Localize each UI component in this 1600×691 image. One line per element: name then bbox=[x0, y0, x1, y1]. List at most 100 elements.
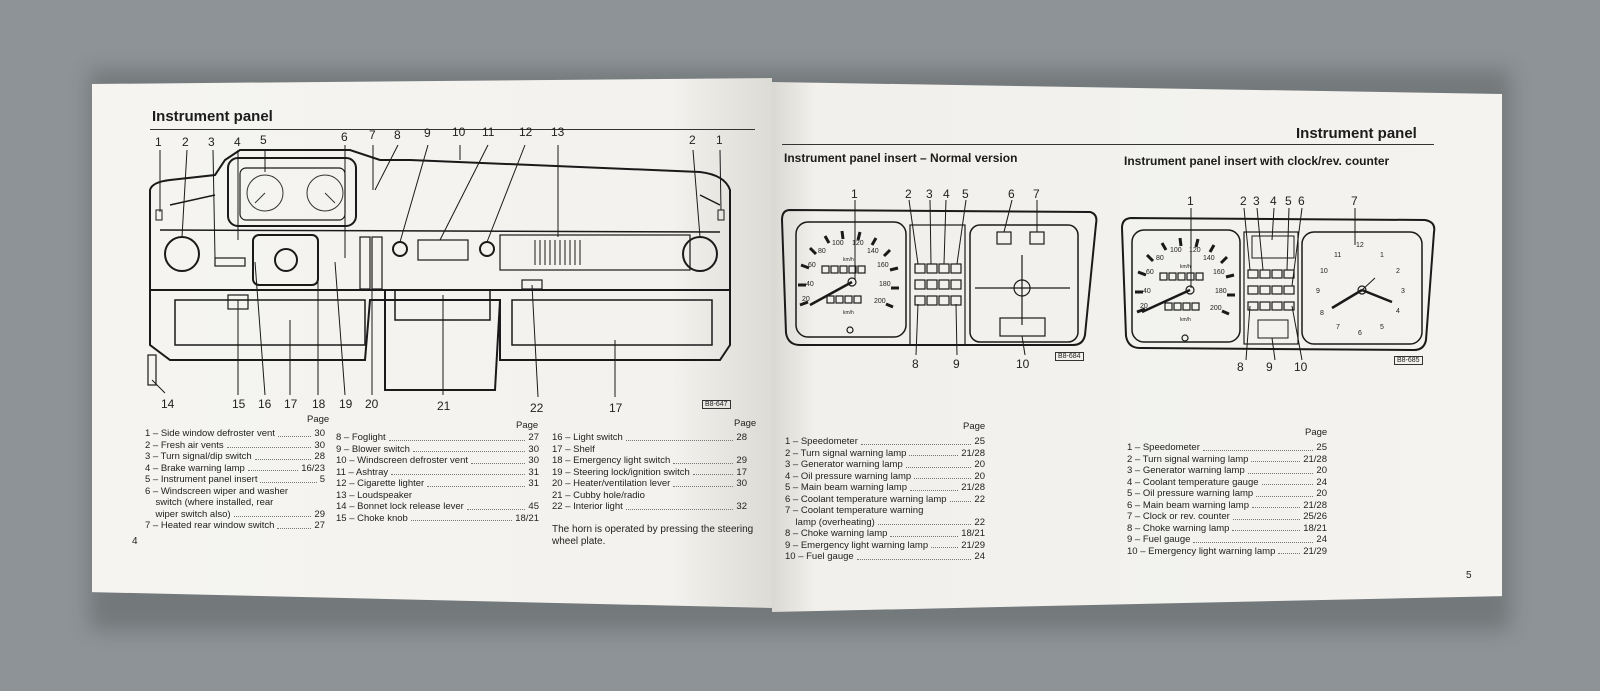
callout-12: 12 bbox=[519, 125, 533, 139]
legend-row: 21 – Cubby hole/radio bbox=[552, 489, 645, 501]
speedo2-tick-20: 20 bbox=[1140, 303, 1148, 310]
insert1-callout-4: 4 bbox=[943, 187, 950, 201]
callout-3: 3 bbox=[208, 135, 215, 149]
section2-title: Instrument panel insert with clock/rev. … bbox=[1124, 154, 1390, 168]
callout-21: 21 bbox=[437, 399, 451, 413]
callout-6: 6 bbox=[341, 130, 348, 144]
insert2-callout-6: 6 bbox=[1298, 194, 1305, 208]
clock-5: 5 bbox=[1380, 324, 1384, 331]
callout-14: 14 bbox=[161, 397, 175, 411]
speedo1-tick-100: 100 bbox=[832, 240, 844, 247]
page-number-left: 4 bbox=[132, 536, 138, 547]
speedo1-tick-40: 40 bbox=[806, 281, 814, 288]
insert2-callout-10: 10 bbox=[1294, 360, 1308, 374]
page-header-col1: Page bbox=[307, 414, 330, 425]
callout-22: 22 bbox=[530, 401, 544, 415]
callout-15: 15 bbox=[232, 397, 246, 411]
left-page bbox=[92, 78, 772, 608]
legend-row: switch (where installed, rear bbox=[145, 497, 274, 508]
insert2-callout-7: 7 bbox=[1351, 194, 1358, 208]
speedo1-tick-80: 80 bbox=[818, 248, 826, 255]
insert2-callout-5: 5 bbox=[1285, 194, 1292, 208]
legend-row: wiper switch also)29 bbox=[145, 508, 325, 520]
clock-1: 1 bbox=[1380, 252, 1384, 259]
page-header-col3: Page bbox=[734, 418, 757, 429]
callout-10: 10 bbox=[452, 125, 466, 139]
clock-12: 12 bbox=[1356, 242, 1364, 249]
speedo2-tick-40: 40 bbox=[1143, 288, 1151, 295]
insert1-diagram-code: B8-684 bbox=[1055, 352, 1084, 361]
clock-3: 3 bbox=[1401, 288, 1405, 295]
insert1-callout-2: 2 bbox=[905, 187, 912, 201]
insert1-callout-10: 10 bbox=[1016, 357, 1030, 371]
page-header-right2: Page bbox=[1305, 427, 1328, 438]
page-header-right1: Page bbox=[963, 421, 986, 432]
legend-row: 13 – Loudspeaker bbox=[336, 489, 413, 501]
speedo1-tick-120: 120 bbox=[852, 240, 864, 247]
callout-8: 8 bbox=[394, 128, 401, 142]
insert2-callout-9: 9 bbox=[1266, 360, 1273, 374]
callout-4: 4 bbox=[234, 135, 241, 149]
clock-8: 8 bbox=[1320, 310, 1324, 317]
speedo1-tick-140: 140 bbox=[867, 248, 879, 255]
callout-2-right: 2 bbox=[689, 133, 696, 147]
callout-7: 7 bbox=[369, 128, 376, 142]
callout-2: 2 bbox=[182, 135, 189, 149]
callout-13: 13 bbox=[551, 125, 565, 139]
legend-row: 7 – Coolant temperature warning bbox=[785, 505, 924, 516]
speedo2-tick-200: 200 bbox=[1210, 305, 1222, 312]
clock-11: 11 bbox=[1334, 252, 1342, 259]
clock-2: 2 bbox=[1396, 268, 1400, 275]
clock-10: 10 bbox=[1320, 268, 1328, 275]
speedo1-tick-180: 180 bbox=[879, 281, 891, 288]
callout-16: 16 bbox=[258, 397, 272, 411]
speedo2-tick-60: 60 bbox=[1146, 269, 1154, 276]
callout-20: 20 bbox=[365, 397, 379, 411]
speedo2-tick-180: 180 bbox=[1215, 288, 1227, 295]
callout-5: 5 bbox=[260, 133, 267, 147]
callout-17-right: 17 bbox=[609, 401, 623, 415]
insert2-callout-3: 3 bbox=[1253, 194, 1260, 208]
left-page-title: Instrument panel bbox=[152, 108, 273, 125]
left-title-rule bbox=[150, 129, 755, 130]
speedo2-tick-160: 160 bbox=[1213, 269, 1225, 276]
insert1-callout-7: 7 bbox=[1033, 187, 1040, 201]
insert1-callout-1: 1 bbox=[851, 187, 858, 201]
clock-7: 7 bbox=[1336, 324, 1340, 331]
clock-4: 4 bbox=[1396, 308, 1400, 315]
callout-11: 11 bbox=[482, 125, 495, 139]
